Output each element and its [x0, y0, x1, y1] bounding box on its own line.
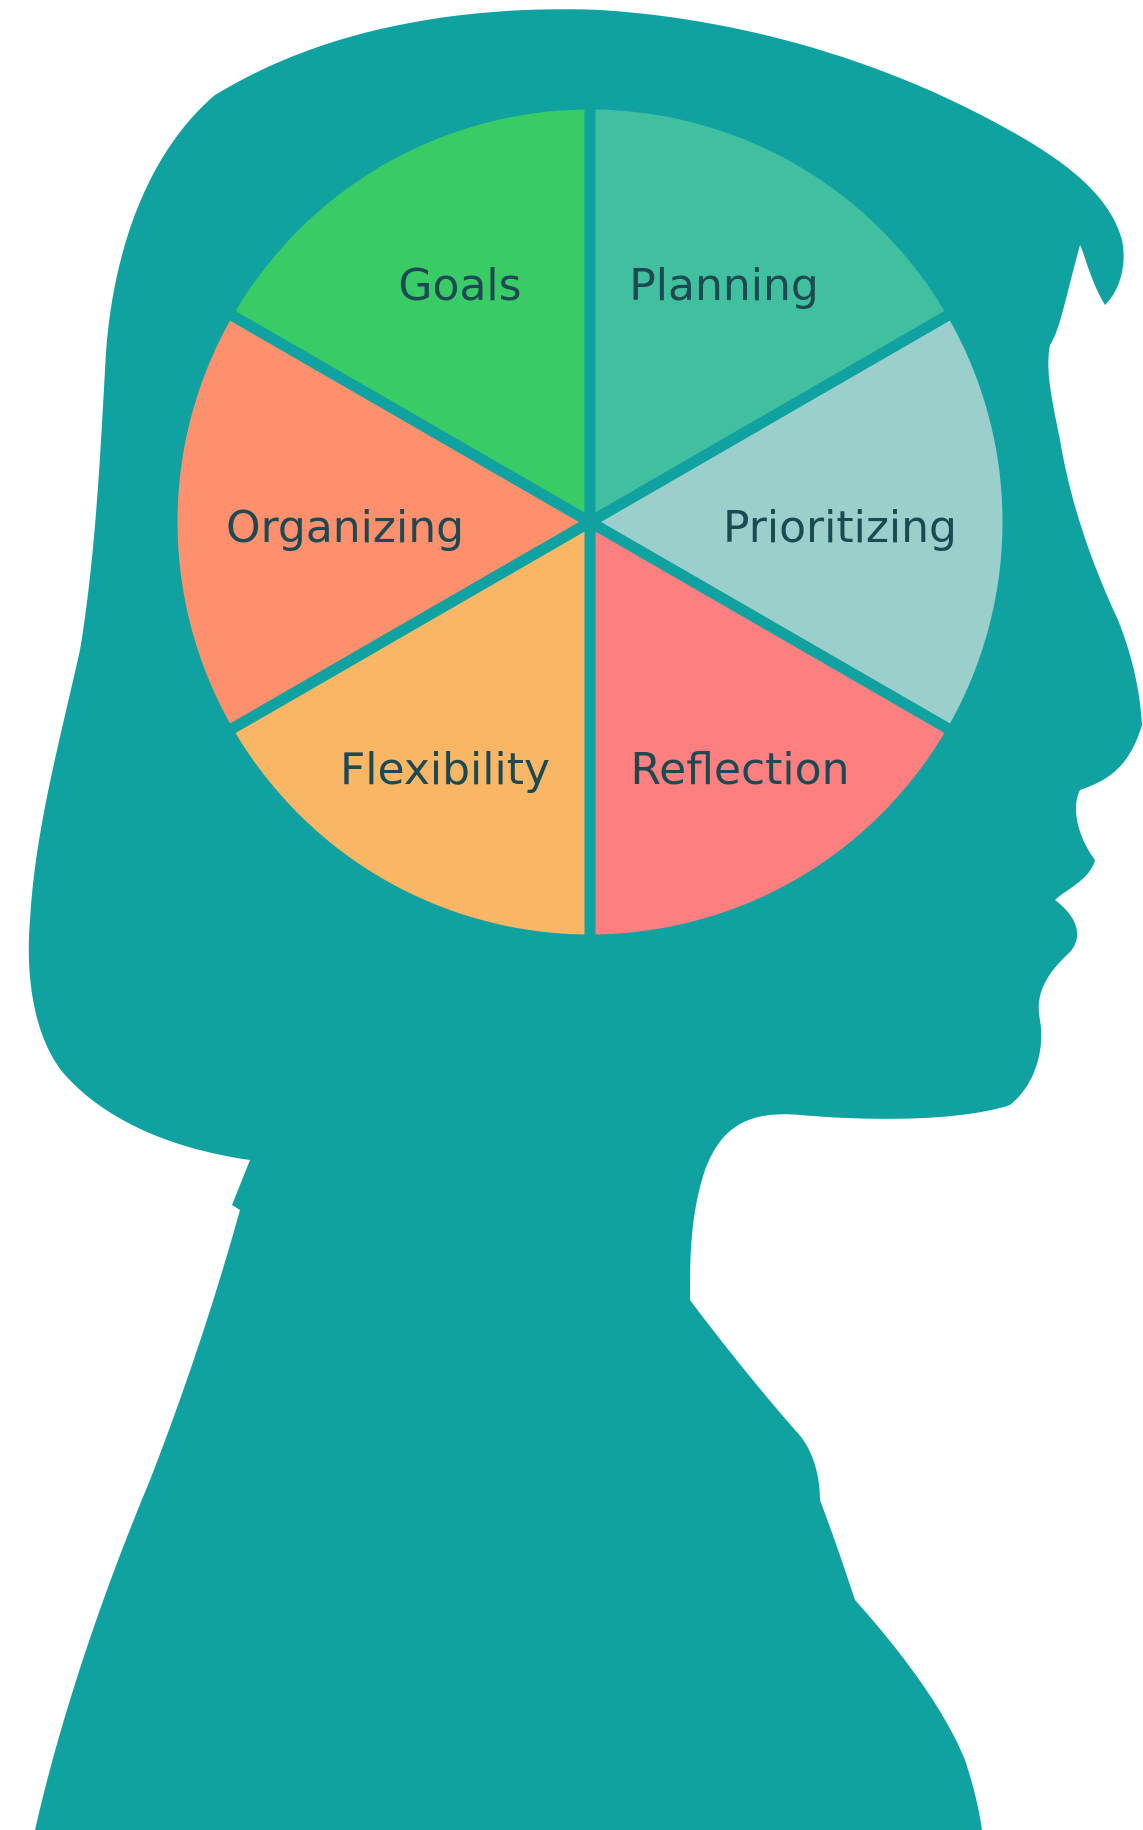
segment-planning	[584, 307, 1014, 737]
segment-reflection	[222, 516, 596, 946]
label-planning: Planning	[629, 260, 819, 311]
segment-prioritizing	[584, 516, 958, 946]
label-goals: Goals	[398, 260, 521, 311]
segment-flexibility	[166, 307, 596, 737]
label-organizing: Organizing	[226, 502, 464, 553]
segment-organizing	[222, 98, 596, 528]
label-flexibility: Flexibility	[340, 744, 550, 795]
label-reflection: Reflection	[631, 744, 850, 795]
label-prioritizing: Prioritizing	[723, 502, 957, 553]
segment-goals	[584, 98, 958, 528]
